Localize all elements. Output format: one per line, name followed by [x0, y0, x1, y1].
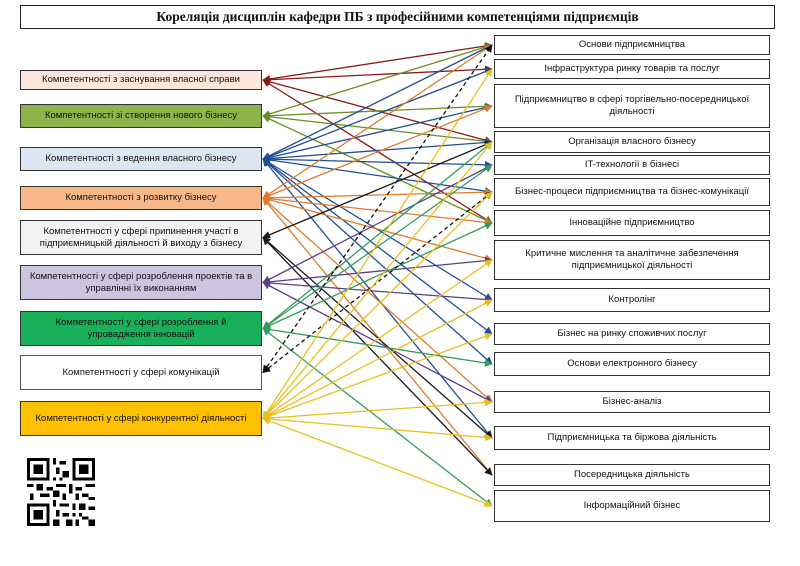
diagram-title: Кореляція дисциплін кафедри ПБ з професі…	[20, 5, 775, 29]
discipline-box-12: Підприємницька та біржова діяльність	[494, 426, 770, 450]
connection-line-30	[262, 279, 493, 304]
discipline-box-1: Інфраструктура ринку товарів та послуг	[494, 59, 770, 79]
competence-box-7: Компетентності у сфері комунікацій	[20, 355, 262, 390]
discipline-box-5: Бізнес-процеси підприємництва та бізнес-…	[494, 178, 770, 206]
discipline-box-10: Основи електронного бізнесу	[494, 352, 770, 376]
discipline-box-9: Бізнес на ринку споживчих послуг	[494, 323, 770, 345]
connection-line-47	[262, 417, 493, 508]
competence-box-1: Компетентності зі створення нового бізне…	[20, 104, 262, 128]
discipline-box-11: Бізнес-аналіз	[494, 391, 770, 413]
qr-code-icon	[27, 458, 95, 526]
connection-line-24	[262, 197, 493, 476]
competence-box-5: Компетентності у сфері розроблення проек…	[20, 265, 262, 300]
discipline-box-14: Інформаційний бізнес	[494, 490, 770, 522]
competence-box-8: Компетентності у сфері конкурентної діял…	[20, 401, 262, 436]
connection-line-42	[262, 259, 493, 420]
discipline-box-3: Організація власного бізнесу	[494, 131, 770, 153]
connection-line-4	[262, 43, 493, 118]
discipline-box-8: Контролінг	[494, 288, 770, 312]
competence-box-4: Компетентності у сфері припинення участі…	[20, 220, 262, 255]
connection-line-20	[262, 188, 493, 202]
discipline-box-6: Інноваційне підприємництво	[494, 210, 770, 236]
connection-line-35	[262, 327, 493, 507]
connection-line-46	[262, 415, 493, 442]
discipline-box-0: Основи підприємництва	[494, 35, 770, 55]
competence-box-6: Компетентності у сфері розроблення й упр…	[20, 311, 262, 346]
discipline-box-4: IT-технології в бізнесі	[494, 155, 770, 175]
connection-line-45	[262, 398, 493, 422]
connection-line-37	[262, 44, 493, 374]
competence-box-0: Компетентності з заснування власної спра…	[20, 70, 262, 90]
connection-line-38	[262, 191, 493, 374]
competence-box-2: Компетентності з ведення власного бізнес…	[20, 147, 262, 171]
competence-box-3: Компетентності з розвитку бізнесу	[20, 186, 262, 210]
discipline-box-7: Критичне мислення та аналітичне забезпеч…	[494, 240, 770, 280]
connection-line-40	[262, 141, 493, 420]
discipline-box-2: Підприємництво в сфері торгівельно-посер…	[494, 84, 770, 128]
discipline-box-13: Посередницька діяльність	[494, 464, 770, 486]
connection-line-27	[262, 236, 493, 476]
connection-line-26	[262, 236, 493, 439]
